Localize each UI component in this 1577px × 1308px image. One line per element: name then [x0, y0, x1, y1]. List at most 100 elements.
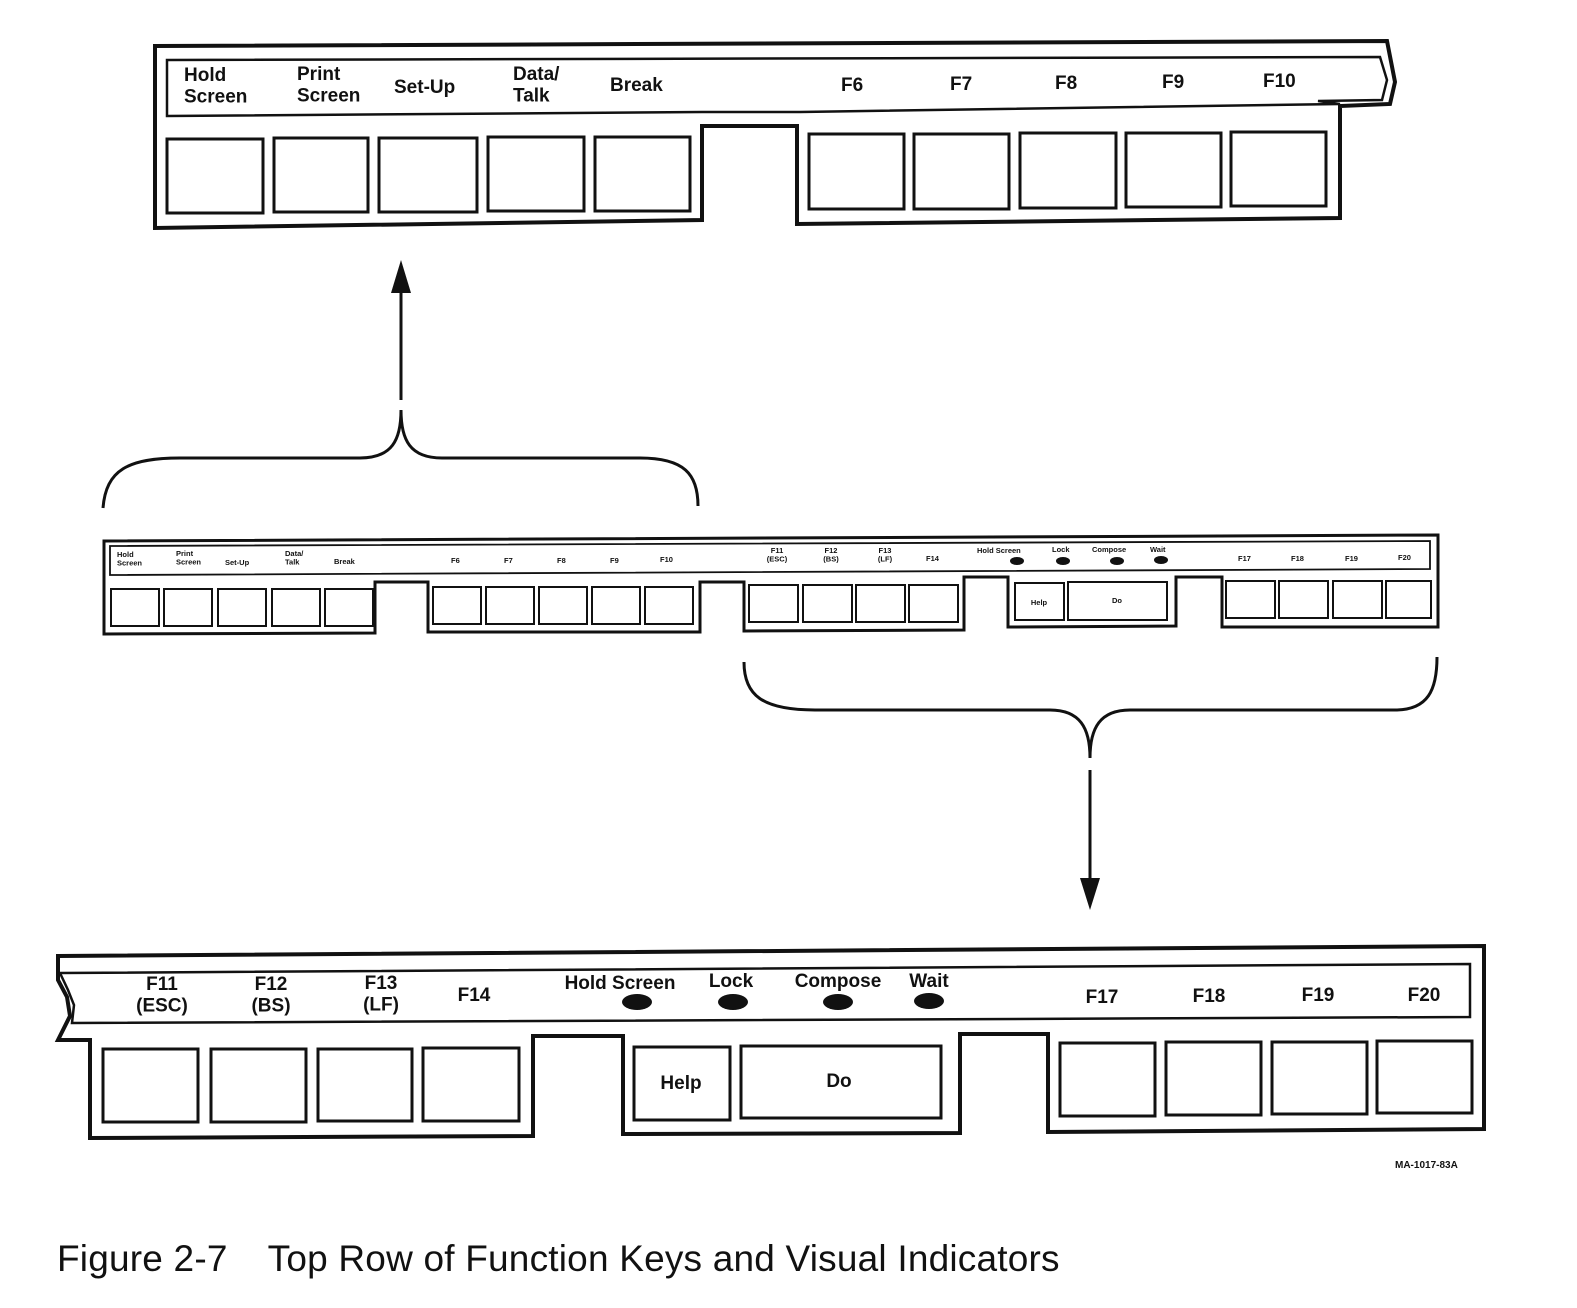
- top-key: [1124, 131, 1223, 209]
- bottom-key: [1270, 1040, 1369, 1116]
- top-label-f6: F6: [841, 75, 863, 96]
- bottom-label-f17: F17: [1086, 987, 1119, 1008]
- full-label-data-talk: Data/Talk: [285, 549, 304, 566]
- top-panel: [153, 38, 1398, 231]
- full-key: [1385, 580, 1432, 619]
- full-label-do: Do: [1112, 596, 1122, 605]
- full-label-indicator-wait: Wait: [1150, 545, 1166, 554]
- full-label-f10: F10: [660, 555, 673, 564]
- top-label-break: Break: [610, 75, 663, 96]
- bottom-label-do: Do: [826, 1071, 851, 1092]
- upper-arrow-head: [391, 260, 411, 293]
- full-key: [644, 586, 694, 625]
- top-key: [1229, 130, 1328, 208]
- full-label-f20: F20: [1398, 553, 1411, 562]
- bottom-label-f18: F18: [1193, 986, 1226, 1007]
- bottom-panel-outline: [54, 943, 1486, 1141]
- upper-callout: [101, 260, 700, 509]
- bottom-indicator-led-wait: [914, 993, 944, 1009]
- bottom-indicator-led-lock: [718, 994, 748, 1010]
- full-label-f7: F7: [504, 556, 513, 565]
- bottom-panel-indicators: [622, 993, 944, 1010]
- full-key: [748, 584, 799, 623]
- bottom-key: [421, 1046, 521, 1123]
- full-key: [802, 584, 853, 623]
- full-key: [432, 586, 482, 625]
- top-label-f7: F7: [950, 74, 972, 95]
- bottom-key-do: [739, 1044, 943, 1120]
- bottom-panel-labels: F11(ESC) F12(BS) F13(LF) F14 Hold Screen…: [136, 971, 1440, 1094]
- bottom-label-f13: F13(LF): [363, 973, 399, 1015]
- full-label-f19: F19: [1345, 554, 1358, 563]
- full-indicator-led: [1110, 557, 1124, 565]
- figure-code: MA-1017-83A: [1395, 1160, 1458, 1171]
- upper-brace: [101, 409, 700, 509]
- figure-number: Figure 2-7: [57, 1238, 228, 1279]
- bottom-label-f19: F19: [1302, 985, 1335, 1006]
- top-key: [807, 132, 906, 211]
- bottom-panel: [54, 943, 1486, 1141]
- top-label-f10: F10: [1263, 71, 1296, 92]
- bottom-key: [316, 1047, 414, 1123]
- full-label-help: Help: [1031, 598, 1048, 607]
- figure-title: Top Row of Function Keys and Visual Indi…: [267, 1238, 1060, 1279]
- full-key: [163, 588, 213, 627]
- full-key: [908, 584, 959, 623]
- bottom-key: [1164, 1040, 1263, 1117]
- full-label-indicator-lock: Lock: [1052, 545, 1070, 554]
- full-key: [485, 586, 535, 625]
- full-key: [110, 588, 160, 627]
- full-label-indicator-hold-screen: Hold Screen: [977, 546, 1021, 555]
- figure-caption: Figure 2-7 Top Row of Function Keys and V…: [57, 1238, 1060, 1280]
- top-key: [486, 135, 586, 213]
- full-label-f11: F11(ESC): [767, 546, 788, 563]
- top-panel-label-strip: [165, 55, 1389, 118]
- bottom-label-f20: F20: [1408, 985, 1441, 1006]
- top-key: [593, 135, 692, 213]
- bottom-panel-label-strip: [58, 962, 1472, 1025]
- top-key: [165, 137, 265, 215]
- bottom-label-f14: F14: [458, 985, 491, 1006]
- full-key: [591, 586, 641, 625]
- top-label-set-up: Set-Up: [394, 77, 455, 98]
- bottom-label-help: Help: [660, 1073, 701, 1094]
- full-key: [1332, 580, 1383, 619]
- bottom-key: [101, 1047, 200, 1124]
- bottom-key: [1058, 1041, 1157, 1118]
- bottom-indicator-led-compose: [823, 994, 853, 1010]
- full-key: [324, 588, 374, 627]
- full-label-f18: F18: [1291, 554, 1304, 563]
- full-label-indicator-compose: Compose: [1092, 545, 1126, 554]
- top-label-f8: F8: [1055, 73, 1077, 94]
- full-indicator-led: [1056, 557, 1070, 565]
- full-key: [271, 588, 321, 627]
- bottom-key: [209, 1047, 308, 1124]
- full-panel: [102, 533, 1440, 636]
- full-key-do: [1067, 581, 1168, 621]
- top-key: [1018, 131, 1118, 210]
- top-label-f9: F9: [1162, 72, 1184, 93]
- bottom-indicator-led-hold-screen: [622, 994, 652, 1010]
- full-label-f13: F13(LF): [878, 546, 893, 563]
- full-key: [217, 588, 267, 627]
- full-label-f17: F17: [1238, 554, 1251, 563]
- top-key: [912, 132, 1011, 211]
- bottom-label-lock: Lock: [709, 971, 754, 992]
- full-label-break: Break: [334, 557, 356, 566]
- lower-callout: [742, 656, 1439, 910]
- full-panel-outline: [102, 533, 1440, 636]
- top-key: [377, 136, 479, 214]
- lower-brace: [742, 656, 1439, 759]
- full-key: [1278, 580, 1329, 619]
- full-label-set-up: Set-Up: [225, 558, 250, 567]
- full-label-f8: F8: [557, 556, 566, 565]
- bottom-label-f11: F11(ESC): [136, 974, 188, 1016]
- bottom-key-help: [632, 1045, 732, 1122]
